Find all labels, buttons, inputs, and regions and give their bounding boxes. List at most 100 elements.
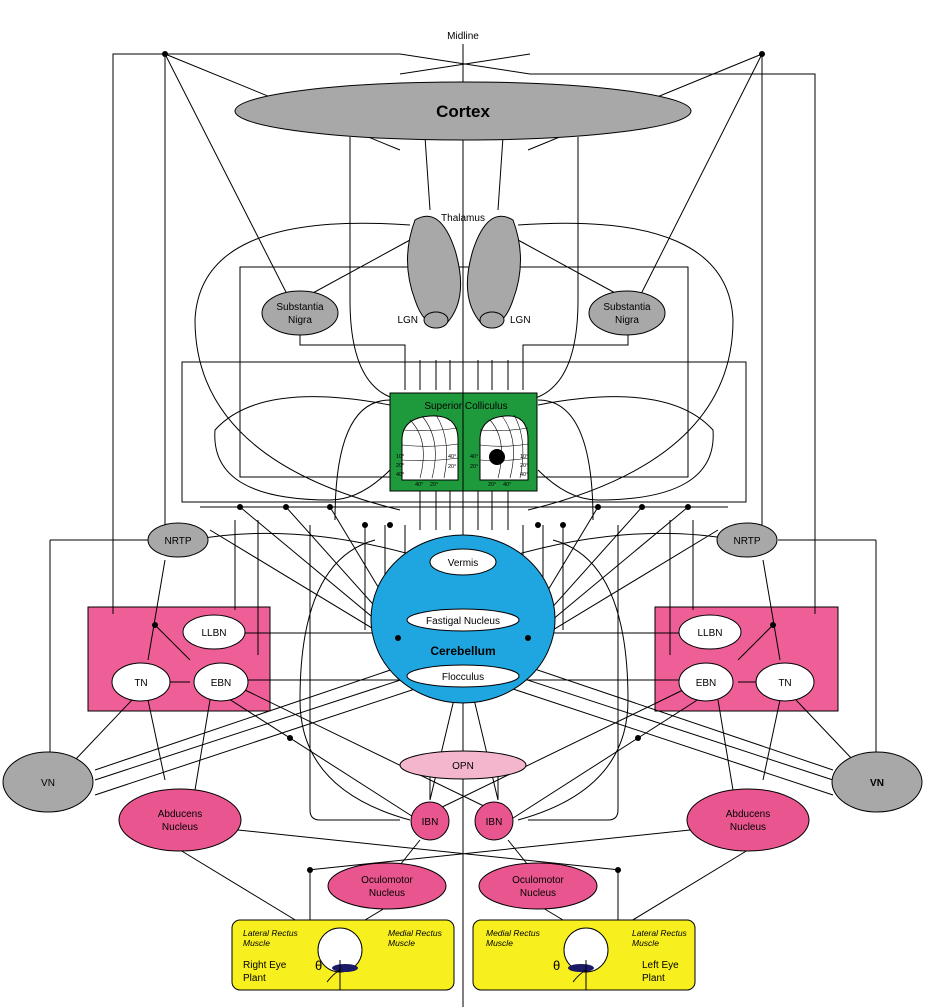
connections <box>49 44 877 1007</box>
svg-text:NRTP: NRTP <box>733 536 760 547</box>
llbn-left: LLBN <box>182 614 246 650</box>
svg-text:EBN: EBN <box>696 678 717 689</box>
oculomotor-nucleus-right: Oculomotor Nucleus <box>478 862 598 910</box>
svg-text:Substantia: Substantia <box>603 302 651 313</box>
svg-text:TN: TN <box>134 678 147 689</box>
svg-text:IBN: IBN <box>486 817 503 828</box>
svg-text:40°: 40° <box>448 454 456 460</box>
svg-text:Fastigal Nucleus: Fastigal Nucleus <box>426 616 500 627</box>
svg-text:10°: 10° <box>520 454 528 460</box>
svg-text:20°: 20° <box>470 464 478 470</box>
svg-text:θ: θ <box>315 958 322 973</box>
ebn-right: EBN <box>678 662 734 702</box>
svg-text:Nucleus: Nucleus <box>520 888 556 899</box>
svg-text:Medial Rectus: Medial Rectus <box>486 928 541 938</box>
oculomotor-nucleus-left: Oculomotor Nucleus <box>327 862 447 910</box>
substantia-nigra-right: Substantia Nigra <box>588 290 666 336</box>
svg-text:40°: 40° <box>520 472 528 478</box>
svg-text:20°: 20° <box>520 463 528 469</box>
svg-text:20°: 20° <box>396 463 404 469</box>
svg-text:VN: VN <box>41 778 55 789</box>
vn-left: VN <box>2 751 94 813</box>
ebn-left: EBN <box>193 662 249 702</box>
cortex-label: Cortex <box>436 102 490 121</box>
llbn-right: LLBN <box>678 614 742 650</box>
svg-text:40°: 40° <box>396 472 404 478</box>
right-eye-plant: θ Lateral Rectus Muscle Medial Rectus Mu… <box>231 919 455 991</box>
ibn-left: IBN <box>410 801 450 841</box>
abducens-nucleus-left: Abducens Nucleus <box>118 788 242 852</box>
brainstem-box-right <box>654 606 839 712</box>
svg-text:20°: 20° <box>448 464 456 470</box>
svg-text:IBN: IBN <box>422 817 439 828</box>
svg-text:10°: 10° <box>396 454 404 460</box>
svg-text:Muscle: Muscle <box>632 938 659 948</box>
cortex-node <box>234 81 692 141</box>
svg-text:Medial Rectus: Medial Rectus <box>388 928 443 938</box>
svg-text:LLBN: LLBN <box>201 628 226 639</box>
svg-text:θ: θ <box>553 958 560 973</box>
svg-text:40°: 40° <box>470 454 478 460</box>
svg-text:Oculomotor: Oculomotor <box>512 875 564 886</box>
lgn-right-label: LGN <box>510 315 531 326</box>
thalamus-label: Thalamus <box>441 213 485 224</box>
svg-text:Vermis: Vermis <box>448 558 479 569</box>
svg-text:Nucleus: Nucleus <box>369 888 405 899</box>
left-eye-plant: θ Medial Rectus Muscle Lateral Rectus Mu… <box>472 919 696 991</box>
svg-text:NRTP: NRTP <box>164 536 191 547</box>
sc-activity-spot <box>489 449 505 465</box>
svg-text:Oculomotor: Oculomotor <box>361 875 413 886</box>
tn-right: TN <box>755 662 815 702</box>
svg-text:LLBN: LLBN <box>697 628 722 639</box>
svg-text:Plant: Plant <box>243 973 266 984</box>
thalamus-right-node <box>466 215 521 327</box>
svg-text:Flocculus: Flocculus <box>442 672 484 683</box>
svg-text:OPN: OPN <box>452 761 474 772</box>
sc-frame-outer <box>181 361 747 503</box>
cerebellum-label: Cerebellum <box>430 644 495 658</box>
svg-text:Plant: Plant <box>642 973 665 984</box>
superior-colliculus: Superior Colliculus 40° 20° 10° 20° 40° … <box>389 392 538 492</box>
svg-text:VN: VN <box>870 778 884 789</box>
svg-text:Muscle: Muscle <box>243 938 270 948</box>
svg-text:Lateral Rectus: Lateral Rectus <box>632 928 688 938</box>
svg-text:20°: 20° <box>430 482 438 488</box>
svg-text:EBN: EBN <box>211 678 232 689</box>
ibn-right: IBN <box>474 801 514 841</box>
fastigial-nucleus: Fastigal Nucleus <box>406 608 520 632</box>
opn: OPN <box>399 750 527 780</box>
abducens-nucleus-right: Abducens Nucleus <box>686 788 810 852</box>
svg-text:Left Eye: Left Eye <box>642 960 679 971</box>
vn-right: VN <box>831 751 923 813</box>
substantia-nigra-left: Substantia Nigra <box>261 290 339 336</box>
thalamus-left-node <box>407 215 462 327</box>
brainstem-box-left <box>87 606 271 712</box>
junction-dots <box>152 51 776 873</box>
nrtp-left: NRTP <box>147 522 209 558</box>
svg-text:40°: 40° <box>503 482 511 488</box>
svg-text:40°: 40° <box>415 482 423 488</box>
svg-text:Abducens: Abducens <box>158 809 202 820</box>
svg-text:Nucleus: Nucleus <box>162 822 198 833</box>
flocculus: Flocculus <box>406 664 520 688</box>
vermis: Vermis <box>429 548 497 576</box>
tn-left: TN <box>111 662 171 702</box>
svg-text:Nigra: Nigra <box>288 315 312 326</box>
lgn-left-node <box>423 311 449 329</box>
svg-text:Abducens: Abducens <box>726 809 770 820</box>
lgn-left-label: LGN <box>397 315 418 326</box>
svg-text:Muscle: Muscle <box>388 938 415 948</box>
svg-text:TN: TN <box>778 678 791 689</box>
svg-text:20°: 20° <box>488 482 496 488</box>
svg-text:Muscle: Muscle <box>486 938 513 948</box>
lgn-right-node <box>479 311 505 329</box>
nrtp-right: NRTP <box>716 522 778 558</box>
svg-text:Lateral Rectus: Lateral Rectus <box>243 928 299 938</box>
svg-text:Nucleus: Nucleus <box>730 822 766 833</box>
svg-text:Nigra: Nigra <box>615 315 639 326</box>
sc-label: Superior Colliculus <box>424 401 507 412</box>
svg-text:Right Eye: Right Eye <box>243 960 287 971</box>
svg-text:Substantia: Substantia <box>276 302 324 313</box>
midline-label: Midline <box>447 31 479 42</box>
